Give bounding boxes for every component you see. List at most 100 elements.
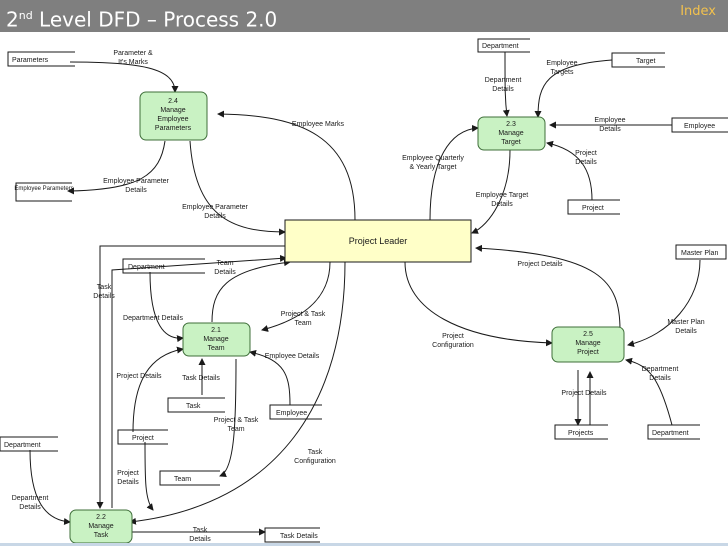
process-2-2-line-1: 2.2 — [96, 514, 106, 521]
external-master-plan: Master Plan — [675, 244, 727, 260]
store-project-mid-label: Project — [132, 435, 154, 442]
title-text: Level DFD – Process 2.0 — [32, 7, 278, 32]
store-projects: Projects — [554, 424, 608, 440]
store-employee-right: Employee — [671, 117, 728, 133]
label-project-details-right-1: Project — [575, 150, 597, 157]
edge-employee-to-21 — [249, 349, 291, 406]
store-department-bottom: Department — [647, 424, 700, 440]
label-quarterly-target-1: Employee Quarterly — [402, 155, 464, 162]
store-department-mid-label: Department — [128, 264, 165, 271]
label-dept-details-left-1: Department — [12, 495, 49, 502]
store-department-bottom-label: Department — [652, 430, 689, 437]
process-2-3-line-3: Target — [501, 139, 521, 146]
dfd-diagram: Project Leader 2.4 Manage Employee Param… — [0, 38, 728, 543]
process-2-2: 2.2 Manage Task — [69, 509, 133, 543]
store-project-right-label: Project — [582, 205, 604, 212]
process-2-3-line-1: 2.3 — [506, 121, 516, 128]
process-2-5-line-1: 2.5 — [583, 331, 593, 338]
label-employee-details-right-1: Employee — [594, 117, 625, 124]
edge-25-to-leader — [475, 244, 621, 331]
store-employee-right-label: Employee — [684, 123, 715, 130]
edge-group — [29, 51, 701, 536]
store-employee-mid: Employee — [269, 404, 322, 420]
label-employee-targets-2: Targets — [551, 69, 574, 76]
title-bar: 2nd Level DFD – Process 2.0 Index — [0, 0, 728, 32]
label-dept-details-left-2: Details — [19, 504, 41, 511]
edge-project-to-21 — [132, 346, 184, 433]
process-2-4-line-1: 2.4 — [168, 98, 178, 105]
store-target: Target — [611, 52, 665, 68]
label-task-details-left-2: Details — [93, 293, 115, 300]
process-2-4-line-2: Manage — [160, 107, 185, 114]
edge-leader-to-22 — [96, 245, 285, 509]
label-param-marks-1: Parameter & — [113, 50, 153, 57]
label-employee-targets-1: Employee — [546, 60, 577, 67]
edge-department-to-23 — [502, 51, 510, 117]
label-task-details-bottom-1: Task — [193, 527, 208, 534]
label-quarterly-target-2: & Yearly Target — [410, 164, 457, 171]
label-project-configuration-1: Project — [442, 333, 464, 340]
label-dept-details-right-1: Department — [642, 366, 679, 373]
label-project-details-bottom: Project Details — [561, 390, 607, 397]
title-superscript: nd — [18, 9, 33, 22]
label-dept-details-top-2: Details — [492, 86, 514, 93]
edge-leader-to-23 — [429, 124, 479, 221]
title-number: 2 — [6, 7, 19, 32]
store-projects-label: Projects — [568, 430, 594, 437]
store-department-top-label: Department — [482, 43, 519, 50]
bottom-divider — [0, 543, 728, 546]
edge-23-to-leader — [471, 149, 511, 234]
process-2-1: 2.1 Manage Team — [182, 322, 251, 357]
edge-leader-to-21 — [261, 261, 331, 332]
store-department-left-label: Department — [4, 442, 41, 449]
label-team-details-2: Details — [214, 269, 236, 276]
label-project-details-left: Project Details — [116, 373, 162, 380]
label-task-details-bottom-2: Details — [189, 536, 211, 543]
label-dept-details-top-1: Department — [485, 77, 522, 84]
edge-project-to-23 — [546, 140, 593, 201]
label-employee-details-right-2: Details — [599, 126, 621, 133]
process-2-5: 2.5 Manage Project — [551, 326, 625, 363]
store-department-left: Department — [0, 436, 58, 452]
process-2-4-line-3: Employee — [157, 116, 188, 123]
store-task-details: Task Details — [264, 527, 320, 543]
label-emp-target-details-1: Employee Target — [476, 192, 528, 199]
label-project-details-lower-2: Details — [117, 479, 139, 486]
edge-task-details-vertical — [111, 254, 287, 508]
index-link[interactable]: Index — [680, 4, 716, 19]
label-emp-param-left-1: Employee Parameter — [103, 178, 169, 185]
edge-24-to-employee-parameters — [67, 140, 166, 195]
label-master-plan-details-1: Master Plan — [667, 319, 704, 326]
process-2-4: 2.4 Manage Employee Parameters — [139, 91, 208, 141]
label-dept-details-mid: Department Details — [123, 315, 183, 322]
flow-labels: Parameter & It's Marks Employee Marks Em… — [12, 50, 705, 543]
process-2-5-line-3: Project — [577, 349, 599, 356]
process-2-1-line-2: Manage — [203, 336, 228, 343]
process-2-4-line-4: Parameters — [155, 125, 192, 132]
edge-21-to-team — [219, 358, 237, 478]
process-2-1-line-1: 2.1 — [211, 327, 221, 334]
process-2-5-line-2: Manage — [575, 340, 600, 347]
store-task-details-label: Task Details — [280, 533, 318, 540]
label-emp-target-details-2: Details — [491, 201, 513, 208]
label-project-task-team-1a: Project & Task — [281, 311, 326, 318]
store-parameters-label: Parameters — [12, 57, 49, 64]
store-employee-mid-label: Employee — [276, 410, 307, 417]
store-project-mid: Project — [117, 429, 168, 445]
edge-department-to-21 — [149, 271, 184, 343]
process-2-2-line-3: Task — [94, 532, 109, 539]
store-task: Task — [167, 397, 225, 413]
store-team-label: Team — [174, 476, 191, 483]
edge-24-to-leader — [189, 140, 286, 236]
label-emp-param-mid-2: Details — [204, 213, 226, 220]
external-master-plan-label: Master Plan — [681, 250, 718, 257]
edge-parameters-to-24 — [69, 61, 179, 93]
process-2-3-line-2: Manage — [498, 130, 523, 137]
store-employee-parameters: Employee Parameters — [14, 182, 74, 202]
label-project-details-lower-1: Project — [117, 470, 139, 477]
edge-21-to-leader — [211, 259, 291, 323]
edge-target-to-23 — [534, 59, 613, 118]
store-target-label: Target — [636, 58, 656, 65]
store-parameters: Parameters — [7, 51, 75, 67]
edge-department-to-22 — [29, 449, 71, 526]
